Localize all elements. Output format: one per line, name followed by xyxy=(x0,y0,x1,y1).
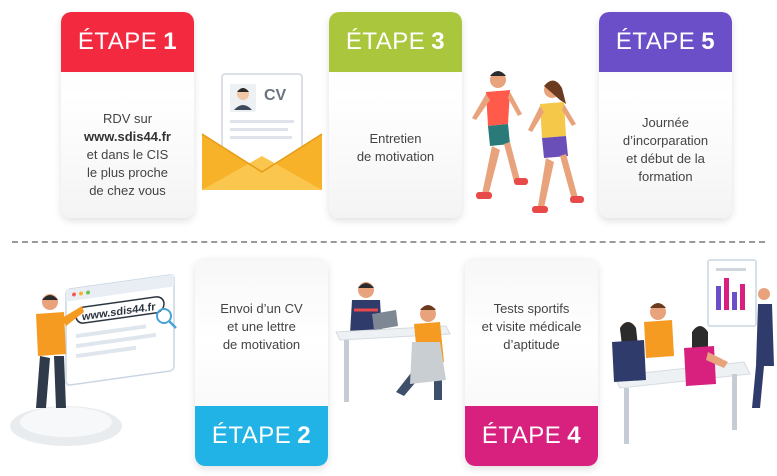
step-5-text: Journée d’incorparation et début de la f… xyxy=(605,114,726,186)
step-2-line-2: et une lettre xyxy=(227,319,296,334)
step-4-number: 4 xyxy=(567,422,582,449)
step-2-line-3: de motivation xyxy=(222,337,301,352)
step-3-text: Entretien de motivation xyxy=(335,130,456,166)
step-5-line-1: Journée xyxy=(642,115,689,130)
interview-icon xyxy=(335,282,451,402)
step-4-prefix: ÉTAPE xyxy=(481,422,562,449)
step-5-line-4: formation xyxy=(638,169,693,184)
step-2-number: 2 xyxy=(297,422,312,449)
step-1-line-1: RDV sur xyxy=(102,111,153,126)
step-3-number: 3 xyxy=(431,28,446,55)
step-1-website: www.sdis44.fr xyxy=(84,129,171,144)
step-3-line-1: Entretien xyxy=(369,131,422,146)
step-4-line-3: d’aptitude xyxy=(503,337,560,352)
step-5-prefix: ÉTAPE xyxy=(615,28,696,55)
step-1-line-3: et dans le CIS xyxy=(86,147,169,162)
step-1-line-4: le plus proche xyxy=(87,165,168,180)
step-4-line-1: Tests sportifs xyxy=(493,301,570,316)
step-5-number: 5 xyxy=(701,28,716,55)
step-3-prefix: ÉTAPE xyxy=(345,28,426,55)
step-2-line-1: Envoi d’un CV xyxy=(220,301,303,316)
step-4-text: Tests sportifs et visite médicale d’apti… xyxy=(471,300,592,354)
dashed-divider xyxy=(12,241,765,243)
runners-icon xyxy=(472,71,584,213)
step-4-line-2: et visite médicale xyxy=(481,319,582,334)
step-5-line-2: d’incorparation xyxy=(622,133,709,148)
website-browser-icon: www.sdis44.fr xyxy=(10,274,177,446)
step-2-text: Envoi d’un CV et une lettre de motivatio… xyxy=(201,300,322,354)
step-1-number: 1 xyxy=(163,28,178,55)
step-2-prefix: ÉTAPE xyxy=(211,422,292,449)
step-5-line-3: et début de la xyxy=(626,151,705,166)
step-1-line-5: de chez vous xyxy=(89,183,166,198)
step-4-card: Tests sportifs et visite médicale d’apti… xyxy=(465,258,598,466)
step-1-text: RDV sur www.sdis44.fr et dans le CIS le … xyxy=(67,110,188,200)
cv-envelope-icon: CV xyxy=(201,73,323,190)
cv-label: CV xyxy=(264,87,287,104)
step-1-prefix: ÉTAPE xyxy=(77,28,158,55)
step-3-line-2: de motivation xyxy=(356,149,435,164)
step-2-card: Envoi d’un CV et une lettre de motivatio… xyxy=(195,258,328,466)
training-meeting-icon xyxy=(612,259,774,444)
